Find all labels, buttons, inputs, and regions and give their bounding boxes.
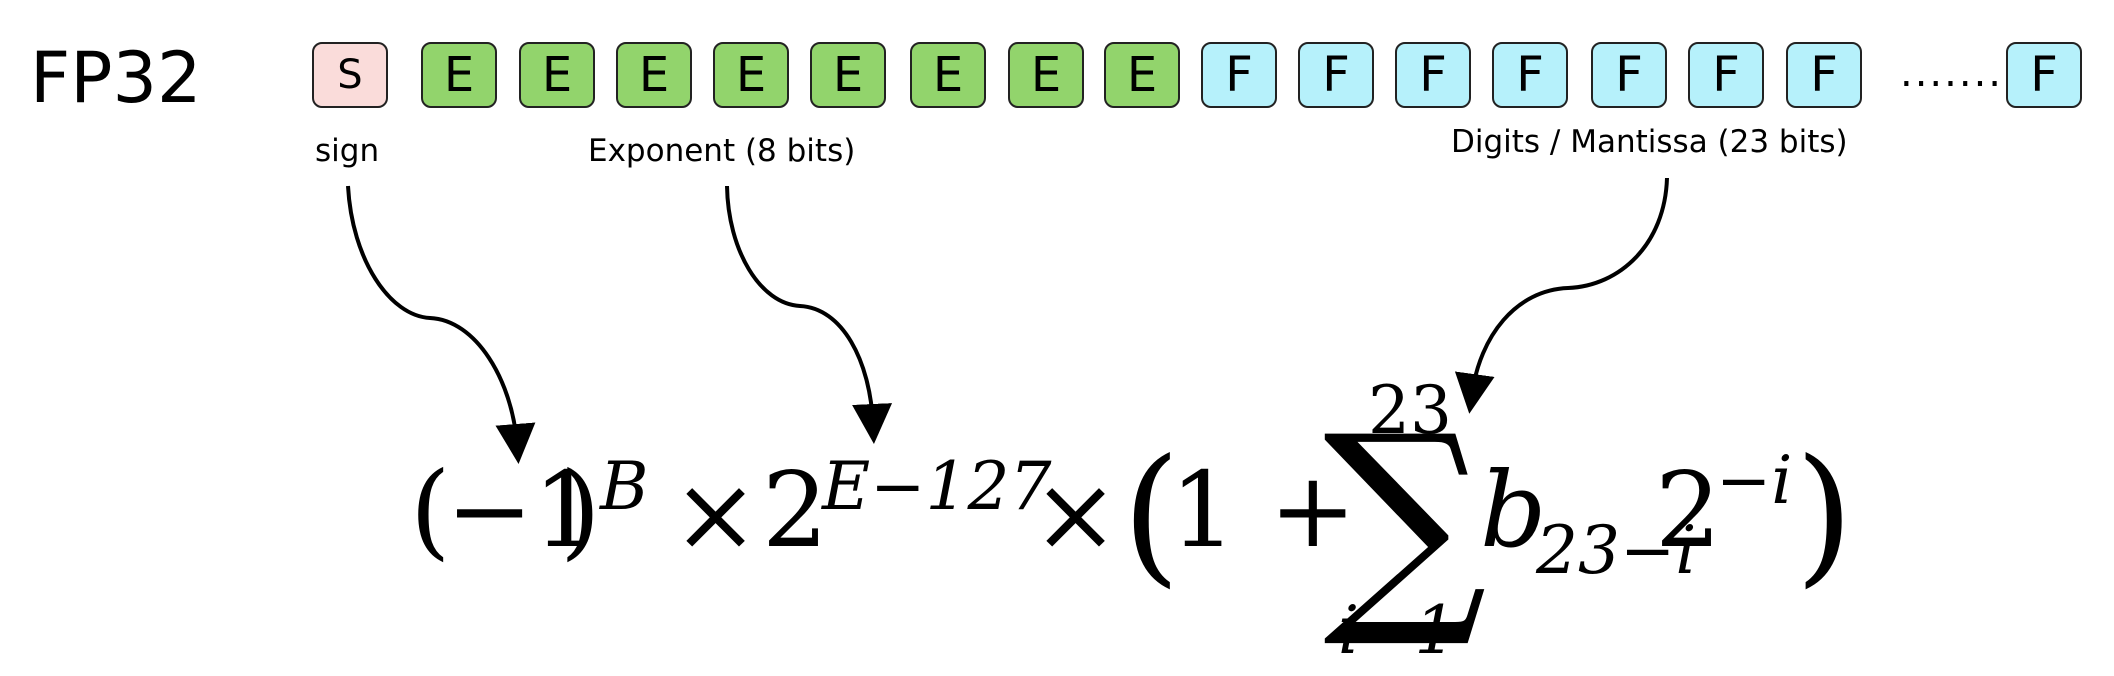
mantissa-arrow [1454,177,1669,414]
mantissa-power: −i [1716,442,1793,519]
sign-exponent: B [600,448,649,525]
fraction-bit: F [1591,42,1667,108]
exponent-bit: E [421,42,497,108]
exponent-bit: E [810,42,886,108]
sign-label: sign [315,133,380,169]
fraction-bit: F [1688,42,1764,108]
fraction-bit: F [1786,42,1862,108]
exponent-arrow [725,185,893,444]
times-sign: × [1032,453,1120,575]
bit-subscript: 23−i [1536,512,1697,589]
one-plus: 1 + [1170,449,1357,571]
exponent-label: Exponent (8 bits) [588,133,856,169]
exponent-bias-term: E−127 [822,448,1052,525]
format-title: FP32 [30,37,202,119]
exponent-bit: E [1104,42,1180,108]
exponent-bit: E [713,42,789,108]
fraction-bit: F [1298,42,1374,108]
big-close-paren: ) [1795,428,1854,602]
ellipsis: ....... [1900,50,2004,96]
exponent-bit: E [616,42,692,108]
mantissa-label: Digits / Mantissa (23 bits) [1451,124,1848,160]
fraction-bit: F [1395,42,1471,108]
summation-symbol: ∑ [1323,387,1488,654]
fraction-bit: F [1201,42,1277,108]
times-sign: × [672,453,760,575]
sign-arrow [346,185,536,464]
big-open-paren: ( [1122,428,1181,602]
base-two: 2 [762,449,829,571]
mantissa-base-two: 2 [1655,449,1722,571]
bit-variable: b [1480,449,1547,571]
sum-lower-limit: i=1 [1338,592,1457,669]
exponent-bit: E [910,42,986,108]
negative-one: −1 [446,449,600,571]
fraction-bit: F [1492,42,1568,108]
open-paren: ( [410,449,451,571]
exponent-bit: E [519,42,595,108]
fraction-bit-last: F [2006,42,2082,108]
exponent-bit: E [1008,42,1084,108]
close-paren: ) [560,449,601,571]
sign-bit: S [312,42,388,108]
sum-upper-limit: 23 [1368,372,1452,449]
